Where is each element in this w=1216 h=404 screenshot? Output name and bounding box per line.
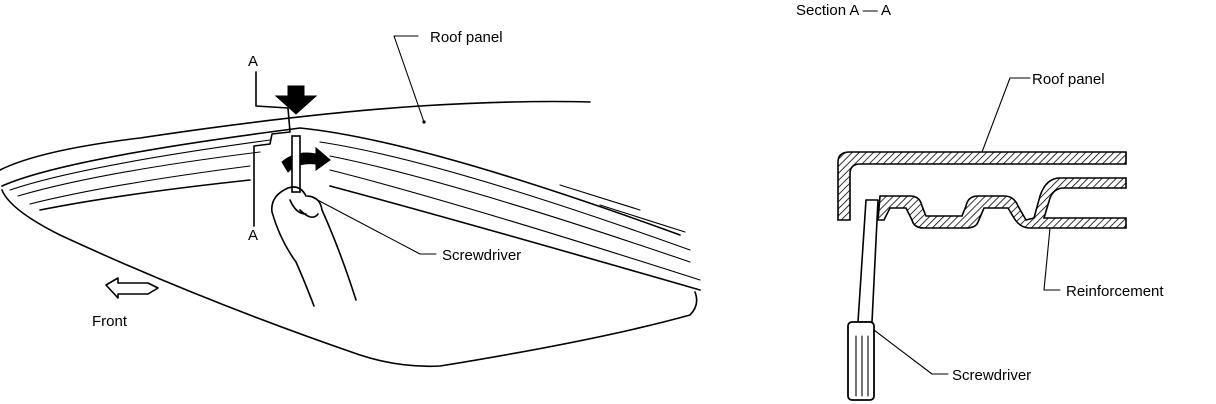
twist-arrow-icon — [281, 146, 331, 173]
section-roof-panel-label: Roof panel — [1032, 71, 1105, 88]
perspective-view: Roof panel Screwdriver Front A A — [0, 29, 701, 368]
screwdriver-label: Screwdriver — [442, 247, 521, 264]
sunroof-rail-3 — [17, 151, 691, 263]
section-roof-panel-leader — [981, 77, 1031, 153]
sunroof-glass-outline — [1, 189, 698, 368]
rail-right-end — [559, 184, 686, 233]
section-line-a-a — [253, 71, 291, 227]
reinforcement-section — [877, 177, 1127, 229]
handle-grip-lines — [855, 335, 869, 397]
section-screwdriver-handle — [847, 321, 875, 401]
front-label: Front — [92, 313, 128, 330]
section-screwdriver-leader — [873, 329, 949, 375]
section-mark-bottom: A — [248, 227, 258, 244]
screwdriver-shaft — [291, 135, 301, 193]
front-arrow-icon — [105, 277, 159, 299]
screwdriver-leader — [309, 195, 437, 255]
section-title: Section A — A — [796, 2, 891, 19]
roof-panel-label: Roof panel — [430, 29, 503, 46]
press-down-arrow-icon — [274, 85, 318, 115]
sunroof-rail-4 — [29, 165, 701, 281]
roof-panel-leader — [393, 35, 425, 123]
sunroof-rail-2 — [9, 139, 691, 251]
sunroof-glass-edge — [39, 179, 701, 291]
section-mark-top: A — [248, 53, 258, 70]
sunroof-rail-outer — [1, 127, 681, 236]
roof-panel-edge — [0, 100, 591, 171]
section-screwdriver-blade — [857, 199, 879, 323]
hand-outline — [271, 186, 357, 307]
section-screwdriver-label: Screwdriver — [952, 367, 1031, 384]
section-view: Section A — A Roof panel Reinforcement S… — [796, 2, 1164, 401]
reinforcement-label: Reinforcement — [1066, 283, 1164, 300]
roof-panel-section — [837, 151, 1127, 221]
reinforcement-leader — [1043, 227, 1061, 291]
